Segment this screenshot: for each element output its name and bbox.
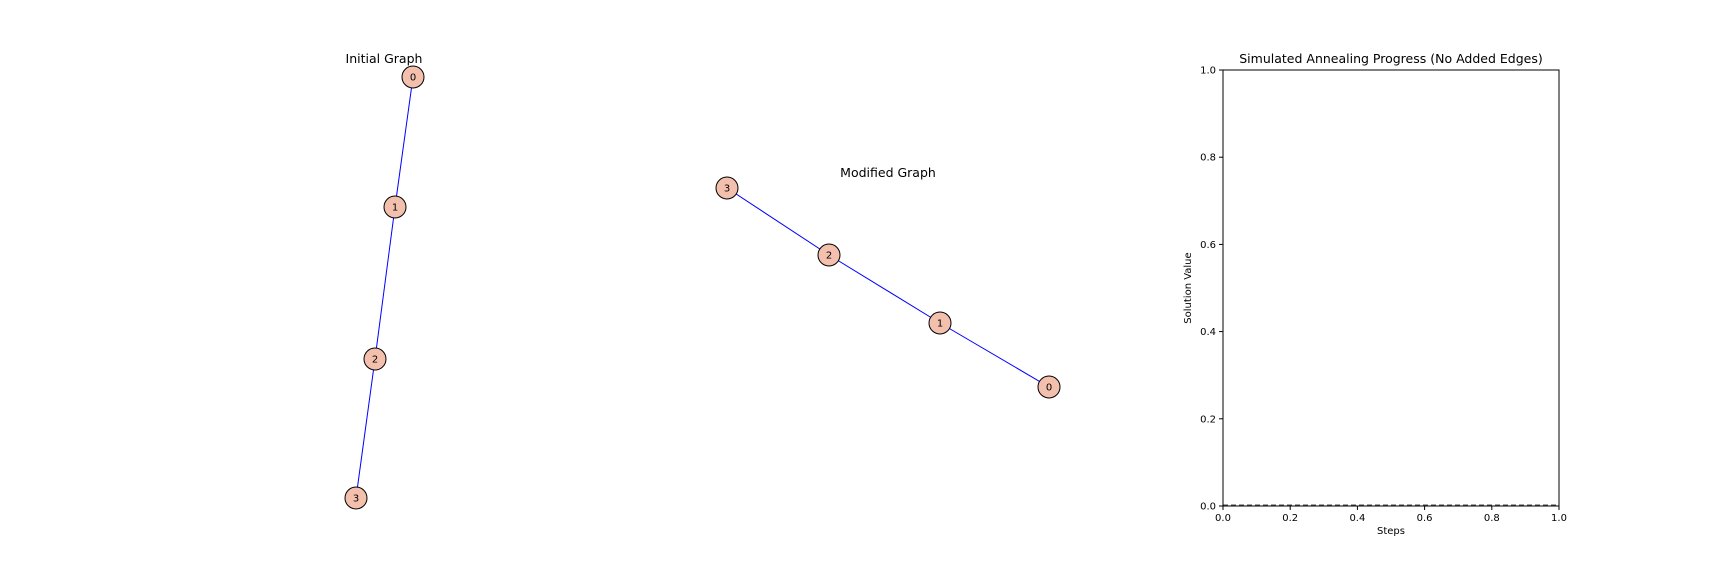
graph-node-1: 1 <box>928 311 952 335</box>
y-tick-label: 0.4 <box>1200 327 1216 338</box>
graph-node-2: 2 <box>817 243 841 267</box>
graph-edge-2-3 <box>355 358 376 499</box>
graph-node-label: 2 <box>372 355 378 366</box>
y-axis-ticks: 0.0 0.2 0.4 0.6 0.8 1.0 <box>1200 66 1223 513</box>
y-tick-label: 0.6 <box>1200 240 1216 251</box>
y-tick-label: 0.2 <box>1200 414 1216 425</box>
x-tick-label: 0.4 <box>1349 513 1365 524</box>
modified-graph-edges <box>726 187 1050 388</box>
graph-node-0: 0 <box>401 65 425 89</box>
annealing-chart-title: Simulated Annealing Progress (No Added E… <box>1239 51 1542 66</box>
graph-node-label: 3 <box>724 184 730 195</box>
x-tick-label: 0.0 <box>1215 513 1231 524</box>
graph-node-circle <box>344 486 368 510</box>
annealing-chart: Simulated Annealing Progress (No Added E… <box>1183 51 1567 537</box>
graph-node-0: 0 <box>1037 375 1061 399</box>
graph-node-3: 3 <box>715 176 739 200</box>
graph-edge-0-1 <box>939 322 1050 388</box>
initial-graph-nodes: 0 1 2 3 <box>344 65 425 510</box>
graph-node-circle <box>383 195 407 219</box>
initial-graph-panel: Initial Graph 0 1 2 3 <box>344 51 425 510</box>
graph-node-1: 1 <box>383 195 407 219</box>
y-tick-label: 0.8 <box>1200 153 1216 164</box>
graph-node-label: 1 <box>392 203 398 214</box>
y-tick-label: 1.0 <box>1200 66 1216 77</box>
graph-node-circle <box>928 311 952 335</box>
graph-node-label: 0 <box>1046 383 1052 394</box>
graph-edge-1-2 <box>374 206 396 360</box>
x-axis-label: Steps <box>1377 526 1405 537</box>
initial-graph-edges <box>355 76 414 499</box>
modified-graph-nodes: 0 1 2 3 <box>715 176 1061 399</box>
graph-node-circle <box>363 347 387 371</box>
initial-graph-title: Initial Graph <box>346 51 423 66</box>
graph-node-circle <box>715 176 739 200</box>
x-tick-label: 1.0 <box>1551 513 1567 524</box>
graph-node-3: 3 <box>344 486 368 510</box>
y-tick-label: 0.0 <box>1200 502 1216 513</box>
graph-node-label: 2 <box>826 251 832 262</box>
graph-edge-1-2 <box>828 254 941 324</box>
graph-node-circle <box>817 243 841 267</box>
graph-node-label: 1 <box>937 319 943 330</box>
graph-node-label: 0 <box>410 73 416 84</box>
x-axis-ticks: 0.0 0.2 0.4 0.6 0.8 1.0 <box>1215 506 1567 524</box>
x-tick-label: 0.8 <box>1484 513 1500 524</box>
graph-node-label: 3 <box>353 494 359 505</box>
graph-node-circle <box>1037 375 1061 399</box>
graph-node-circle <box>401 65 425 89</box>
graph-node-2: 2 <box>363 347 387 371</box>
plot-area-frame <box>1222 69 1560 507</box>
graph-edge-0-1 <box>394 76 414 208</box>
x-tick-label: 0.2 <box>1282 513 1298 524</box>
x-tick-label: 0.6 <box>1417 513 1433 524</box>
modified-graph-panel: Modified Graph 0 1 2 3 <box>715 165 1061 399</box>
y-axis-label: Solution Value <box>1183 252 1194 323</box>
modified-graph-title: Modified Graph <box>840 165 936 180</box>
graph-edge-2-3 <box>726 187 830 256</box>
